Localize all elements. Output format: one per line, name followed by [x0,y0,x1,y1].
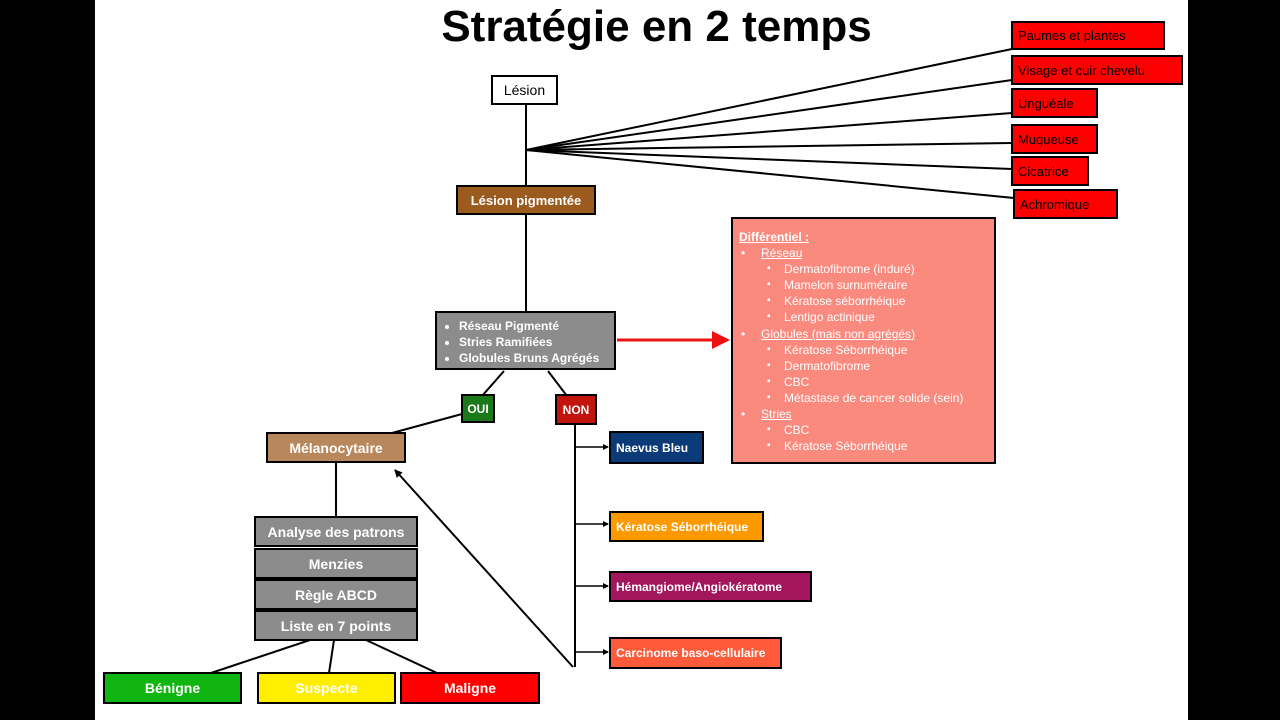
differential-item: Lentigo actinique [739,309,994,325]
method-menzies: Menzies [254,548,418,579]
criteria-item: Globules Bruns Agrégés [459,350,614,366]
node-keratose-seborrheique: Kératose Séborrhéique [609,511,764,542]
differential-item: CBC [739,422,994,438]
criteria-item: Stries Ramifiées [459,334,614,350]
method-regle-abcd: Règle ABCD [254,579,418,610]
outcome-benigne: Bénigne [103,672,242,704]
differential-item: Métastase de cancer solide (sein) [739,390,994,406]
differential-item: Kératose séborrhéique [739,293,994,309]
site-visage-et-cuir-chevelu: Visage et cuir chevelu [1011,55,1183,85]
node-criteria: Réseau Pigmenté Stries Ramifiées Globule… [435,311,616,370]
differential-item: Kératose Séborrhéique [739,438,994,454]
differential-item: Dermatofibrome (induré) [739,261,994,277]
site-achromique: Achromique [1013,189,1118,219]
site-ungueale: Unguéale [1011,88,1098,118]
outcome-maligne: Maligne [400,672,540,704]
differential-item: CBC [739,374,994,390]
differential-heading: Différentiel : [739,230,810,244]
method-liste-7-points: Liste en 7 points [254,610,418,641]
differential-item: Mamelon surnuméraire [739,277,994,293]
differential-group: Globules (mais non agrégés) [739,326,994,342]
differential-box: Différentiel : Réseau Dermatofibrome (in… [731,217,996,464]
node-naevus-bleu: Naevus Bleu [609,431,704,464]
site-paumes-et-plantes: Paumes et plantes [1011,21,1165,50]
differential-item: Kératose Séborrhéique [739,342,994,358]
node-non: NON [555,394,597,425]
page-title: Stratégie en 2 temps [441,2,872,51]
differential-group: Stries [739,406,994,422]
site-cicatrice: Cicatrice [1011,156,1089,186]
node-lesion-pigmentee: Lésion pigmentée [456,185,596,215]
node-melanocytaire: Mélanocytaire [266,432,406,463]
differential-group: Réseau [739,245,994,261]
node-oui: OUI [461,394,495,423]
node-hemangiome: Hémangiome/Angiokératome [609,571,812,602]
criteria-item: Réseau Pigmenté [459,318,614,334]
node-carcinome: Carcinome baso-cellulaire [609,637,782,669]
outcome-suspecte: Suspecte [257,672,396,704]
differential-item: Dermatofibrome [739,358,994,374]
site-muqueuse: Muqueuse [1011,124,1098,154]
method-analyse-des-patrons: Analyse des patrons [254,516,418,547]
node-lesion: Lésion [491,75,558,105]
